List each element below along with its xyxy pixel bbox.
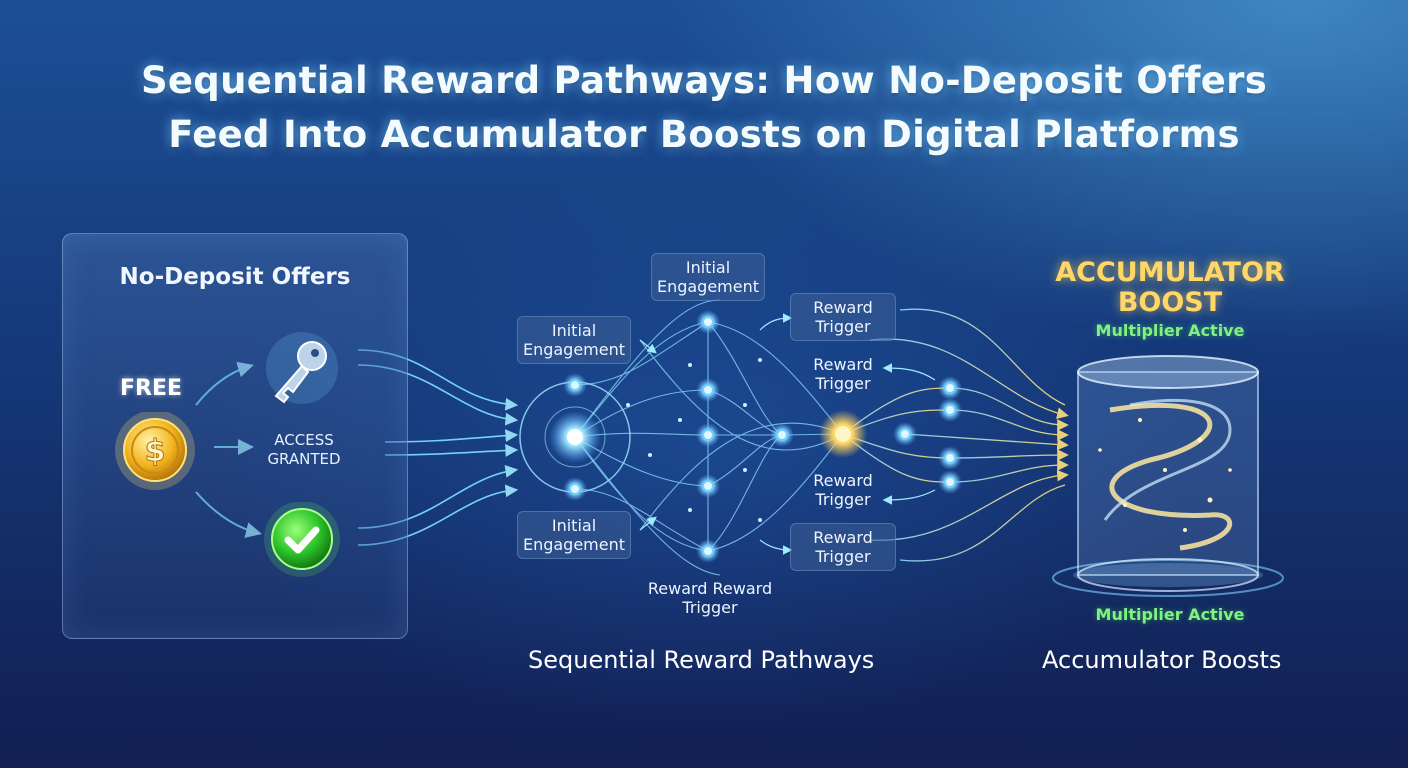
lower-trigger-line-2: Trigger <box>682 598 738 617</box>
check-circle-icon <box>264 502 340 577</box>
no-deposit-panel <box>62 233 408 639</box>
multiplier-active-top: Multiplier Active <box>1095 321 1245 340</box>
access-line-1: ACCESS <box>274 431 334 449</box>
trigger-line-1: Reward <box>813 355 873 374</box>
svg-text:$: $ <box>145 434 166 469</box>
engagement-line-1: Initial <box>551 516 597 535</box>
glowing-cylinder-icon <box>1052 355 1284 597</box>
engagement-line-2: Engagement <box>656 277 760 296</box>
dollar-coin-icon: $ <box>115 412 195 490</box>
page-title: Sequential Reward Pathways: How No-Depos… <box>0 54 1408 162</box>
access-granted-label: ACCESS GRANTED <box>252 431 356 469</box>
boost-head-line-1: ACCUMULATOR <box>1055 257 1285 288</box>
trigger-line-2: Trigger <box>815 490 871 509</box>
engagement-line-2: Engagement <box>522 535 626 554</box>
inflow-lines <box>357 349 519 546</box>
engagement-line-2: Engagement <box>522 340 626 359</box>
engagement-line-1: Initial <box>551 321 597 340</box>
engagement-node: Initial Engagement <box>651 253 765 301</box>
lower-trigger-line-1: Reward Reward <box>647 579 773 598</box>
trigger-line-1: Reward <box>813 471 873 490</box>
trigger-line-2: Trigger <box>815 547 871 566</box>
title-line-1: Sequential Reward Pathways: How No-Depos… <box>140 59 1268 102</box>
access-line-2: GRANTED <box>267 450 341 468</box>
boost-caption: Accumulator Boosts <box>1042 646 1282 674</box>
key-icon <box>266 332 338 404</box>
boost-head-line-2: BOOST <box>1117 287 1223 318</box>
engagement-node: Initial Engagement <box>517 316 631 364</box>
panel-arrows <box>195 361 262 538</box>
trigger-line-1: Reward <box>813 298 873 317</box>
accumulator-boost-heading: ACCUMULATOR BOOST <box>1040 258 1300 318</box>
multiplier-active-bottom: Multiplier Active <box>1095 605 1245 624</box>
trigger-line-2: Trigger <box>815 317 871 336</box>
pathway-caption: Sequential Reward Pathways <box>528 646 875 674</box>
engagement-node: Initial Engagement <box>517 511 631 559</box>
trigger-line-2: Trigger <box>815 374 871 393</box>
reward-trigger-node: Reward Trigger <box>790 293 896 341</box>
reward-trigger-node: Reward Trigger <box>790 523 896 571</box>
title-line-2: Feed Into Accumulator Boosts on Digital … <box>168 113 1240 156</box>
reward-trigger-node: Reward Trigger <box>790 466 896 514</box>
lower-reward-trigger-label: Reward Reward Trigger <box>630 579 790 617</box>
trigger-line-1: Reward <box>813 528 873 547</box>
engagement-line-1: Initial <box>685 258 731 277</box>
panel-title: No-Deposit Offers <box>119 264 351 290</box>
reward-trigger-node: Reward Trigger <box>790 350 896 398</box>
network-nodes <box>549 310 962 563</box>
free-label: FREE <box>120 376 183 401</box>
trigger-arrows <box>639 313 936 555</box>
